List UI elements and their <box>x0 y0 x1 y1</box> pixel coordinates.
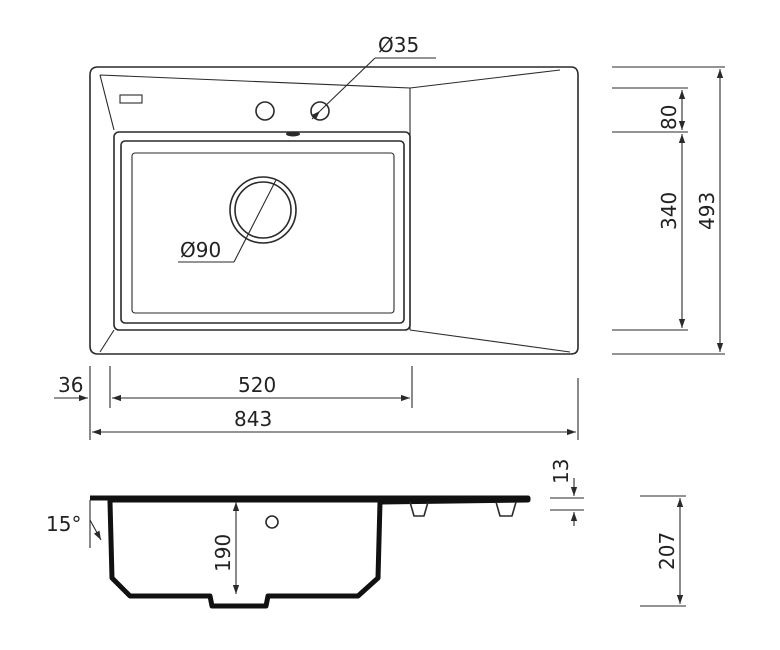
offset-left-label: 36 <box>58 373 83 397</box>
overflow-icon <box>119 94 143 104</box>
total-width-label: 843 <box>234 407 272 431</box>
sink-outline <box>89 66 579 355</box>
total-height-label: 207 <box>655 532 679 570</box>
bowl-outer <box>113 131 411 331</box>
bowl-floor <box>131 152 395 314</box>
bowl-width-label: 520 <box>238 373 276 397</box>
bowl-depth-label: 190 <box>211 534 235 572</box>
depth-back-label: 80 <box>657 105 681 130</box>
tap-hole-icon <box>255 101 275 121</box>
tap-hole-label: Ø35 <box>378 33 419 57</box>
drainboard-feature <box>409 501 429 517</box>
depth-bowl-label: 340 <box>657 192 681 230</box>
tap-hole-icon-2 <box>310 101 330 121</box>
depth-total-label: 493 <box>695 192 719 230</box>
angle-label: 15° <box>46 512 81 536</box>
inner-rim <box>99 69 571 353</box>
rim-thickness-label: 13 <box>549 459 573 484</box>
sink-cross-section <box>90 495 531 609</box>
drain-label: Ø90 <box>180 238 221 262</box>
drainboard-feature-2 <box>495 501 517 517</box>
bowl-inner <box>120 140 405 324</box>
drain-inner-icon <box>234 181 292 239</box>
drain-icon <box>229 176 297 244</box>
top-view: Ø35 Ø90 493 80 340 36 520 843 <box>54 33 725 440</box>
side-view: 15° 190 13 207 <box>46 459 686 609</box>
overflow-hole-icon <box>265 515 279 529</box>
overflow-mark-icon <box>286 131 300 137</box>
